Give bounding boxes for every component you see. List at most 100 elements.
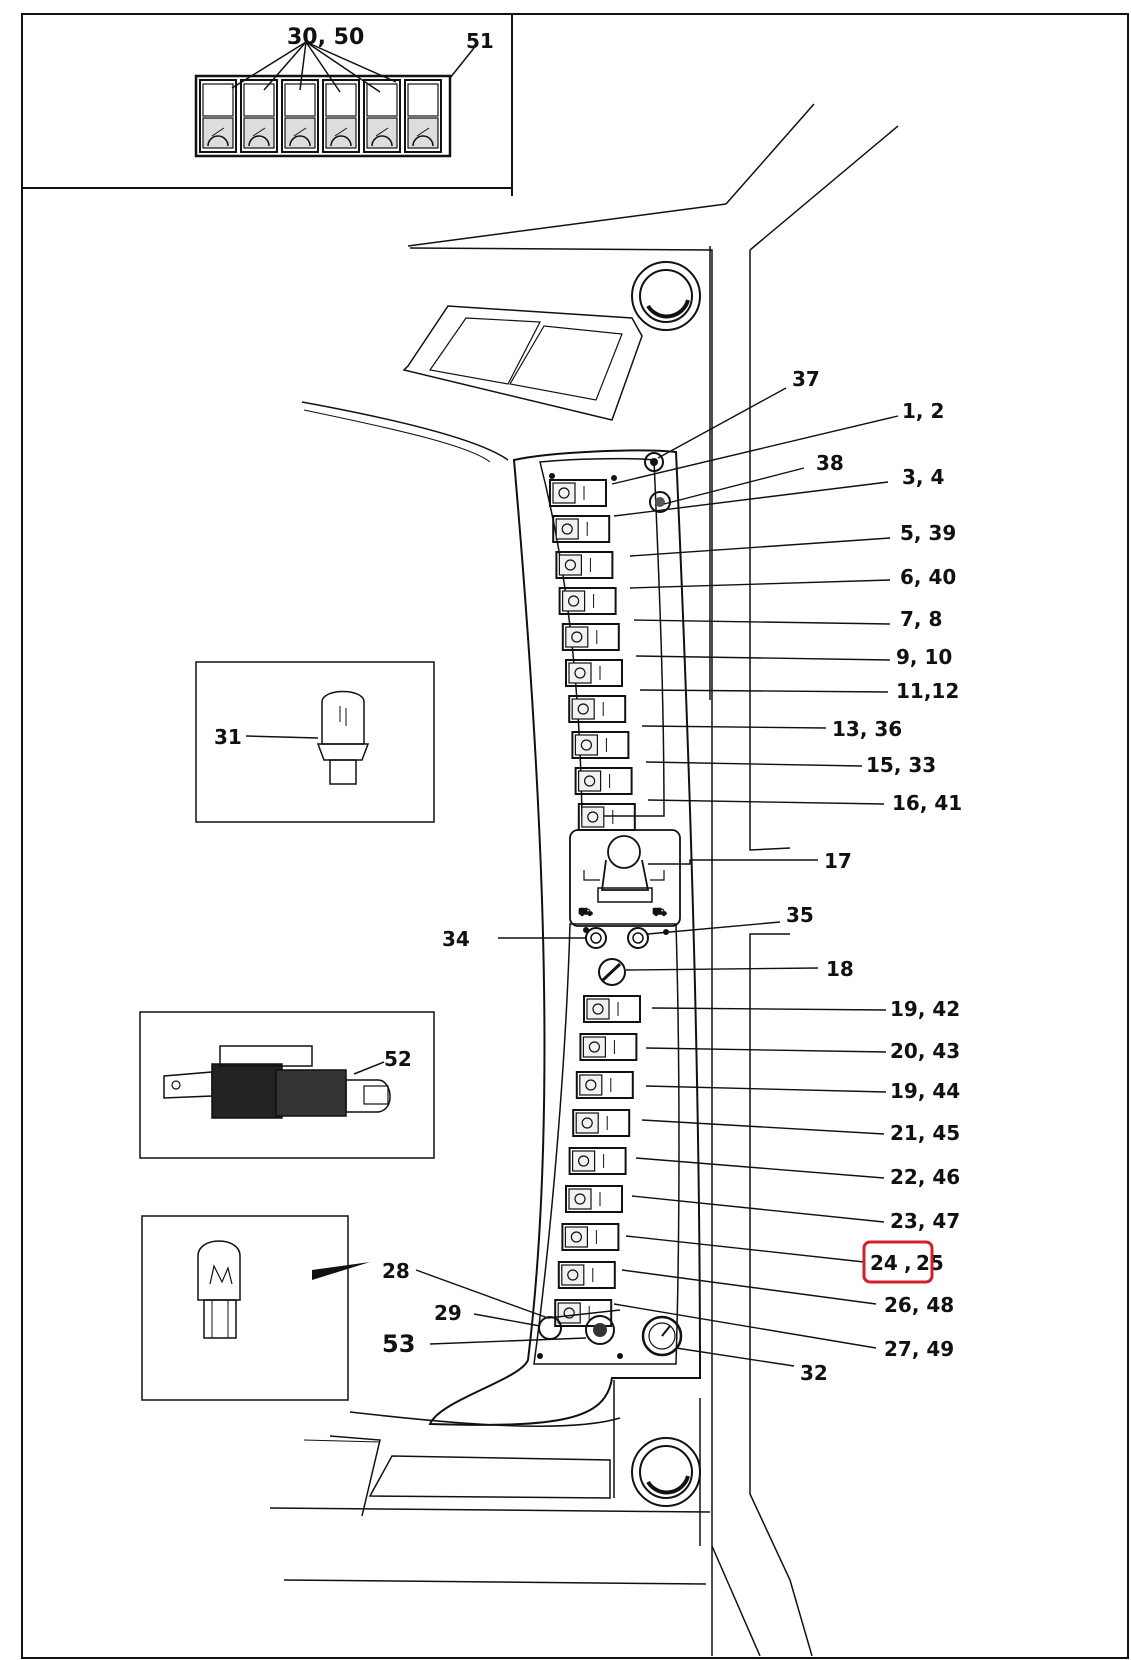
label-52: 52: [384, 1047, 412, 1071]
label-18: 18: [826, 957, 854, 981]
switch-panel: [428, 449, 702, 1426]
label-28: 28: [382, 1259, 410, 1283]
rocker-switch[interactable]: [561, 1223, 620, 1251]
label-25: 25: [916, 1251, 944, 1275]
headlight-icon: [371, 135, 393, 147]
rocker-switch[interactable]: [575, 1071, 634, 1099]
b-icon: [557, 1302, 581, 1324]
lamp-34: [585, 927, 607, 949]
rocker-switch[interactable]: [554, 1299, 613, 1327]
page-frame: [21, 13, 1129, 1659]
label-38: 38: [816, 451, 844, 475]
fan-icon: [574, 734, 599, 756]
indicator-lamp: [404, 79, 442, 153]
hitch-icon: [564, 1226, 589, 1248]
top-inset: 30, 50 51: [22, 14, 513, 196]
label-19-42: 19, 42: [890, 997, 960, 1021]
rocker-switch[interactable]: [565, 659, 623, 687]
rocker-switch[interactable]: [555, 551, 614, 579]
label-19-44: 19, 44: [890, 1079, 960, 1103]
rocker-switch[interactable]: [561, 623, 620, 651]
headlight-icon: [207, 135, 229, 147]
key-icon: [575, 1112, 599, 1134]
rocker-switch[interactable]: [568, 695, 627, 723]
tractor-left-icon: ⛟: [578, 905, 593, 919]
label-21-45: 21, 45: [890, 1121, 960, 1145]
rocker-switch[interactable]: [571, 731, 630, 759]
lift-alt-icon: [579, 1074, 603, 1096]
bulb-31-icon: [321, 690, 365, 745]
label-35: 35: [786, 903, 814, 927]
rocker-switch[interactable]: [549, 479, 607, 507]
label-3-4: 3, 4: [902, 465, 944, 489]
label-53: 53: [382, 1330, 415, 1358]
rocker-switch[interactable]: [557, 1261, 616, 1289]
label-1-2: 1, 2: [902, 399, 944, 423]
highlight-box-24: [862, 1240, 934, 1284]
indicator-lamp: [199, 79, 237, 153]
key-switch-18[interactable]: [598, 958, 626, 986]
tractor-right-icon: ⛟: [652, 905, 667, 919]
rocker-switch[interactable]: [552, 515, 611, 543]
label-27-49: 27, 49: [884, 1337, 954, 1361]
label-37: 37: [792, 367, 820, 391]
seat-icon: [581, 806, 605, 828]
inset-bulb-28: [141, 1215, 370, 1401]
label-51: 51: [466, 29, 494, 53]
rocker-switch[interactable]: [579, 1033, 638, 1061]
label-13-36: 13, 36: [832, 717, 902, 741]
hazard-icon: [565, 626, 589, 648]
label-11-12: 11,12: [896, 679, 959, 703]
label-20-43: 20, 43: [890, 1039, 960, 1063]
fuel-icon: [561, 590, 586, 612]
connector-52-icon: [211, 1063, 283, 1119]
indicator-lamp: [322, 79, 360, 153]
label-22-46: 22, 46: [890, 1165, 960, 1189]
rocker-switch[interactable]: [568, 1147, 627, 1175]
label-17: 17: [824, 849, 852, 873]
rocker-switch[interactable]: [577, 803, 636, 831]
label-31: 31: [214, 725, 242, 749]
indicator-lamp: [281, 79, 319, 153]
rocker-switch[interactable]: [572, 1109, 631, 1137]
label-32: 32: [800, 1361, 828, 1385]
work-light-icon: [568, 662, 592, 684]
rocker-switch[interactable]: [574, 767, 633, 795]
label-29: 29: [434, 1301, 462, 1325]
inset-connector-52: 52: [139, 1011, 435, 1159]
rocker-switch[interactable]: [558, 587, 617, 615]
lower-switch-column: [554, 995, 641, 1327]
indicator-lamp: [363, 79, 401, 153]
headlight-icon: [412, 135, 434, 147]
label-34: 34: [442, 927, 470, 951]
svg-text:,: ,: [904, 1251, 912, 1275]
socket-37: [644, 452, 664, 472]
label-7-8: 7, 8: [900, 607, 942, 631]
rocker-switch[interactable]: [565, 1185, 623, 1213]
label-26-48: 26, 48: [884, 1293, 954, 1317]
callout-labels: 37 1, 2 38 3, 4 5, 39 6, 40 7, 8 9, 10 1…: [382, 367, 962, 1385]
bulb-28-icon: [197, 1240, 241, 1301]
lift-icon: [586, 998, 610, 1020]
beacon-icon: [571, 698, 595, 720]
pointer-arrow: [312, 1262, 370, 1280]
headlight-icon: [330, 135, 352, 147]
label-15-33: 15, 33: [866, 753, 936, 777]
arrows-icon: [552, 482, 576, 504]
label-16-41: 16, 41: [892, 791, 962, 815]
lamp-29: [538, 1316, 562, 1340]
lamp-35: [627, 927, 649, 949]
switch-53[interactable]: [585, 1315, 615, 1345]
brake-icon: [577, 770, 602, 792]
label-24: 24: [870, 1251, 898, 1275]
oil-icon: [571, 1150, 596, 1172]
inset-bulb-31: 31: [195, 661, 435, 823]
wiper-icon: [555, 518, 579, 540]
rocker-switch[interactable]: [583, 995, 641, 1023]
joystick[interactable]: ⛟ ⛟: [578, 835, 667, 919]
lift-dual-icon: [582, 1036, 607, 1058]
label-23-47: 23, 47: [890, 1209, 960, 1233]
label-30-50: 30, 50: [287, 25, 364, 50]
